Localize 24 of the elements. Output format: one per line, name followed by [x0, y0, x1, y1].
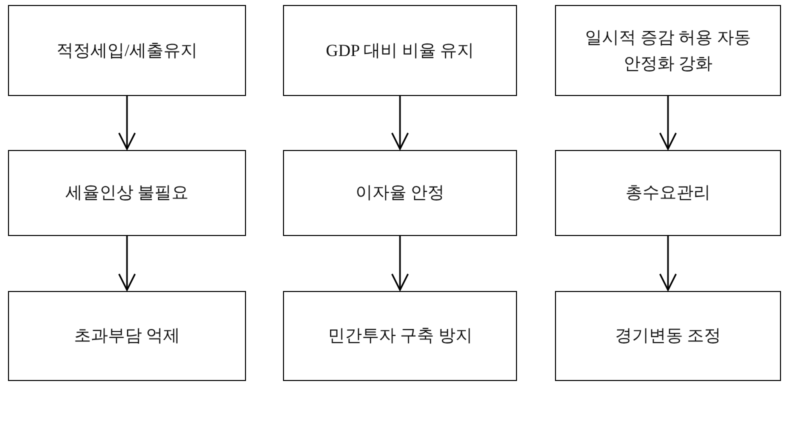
- arrow: [391, 96, 409, 150]
- process-box: [555, 5, 781, 96]
- box-text: 적정세입/세출유지: [56, 40, 198, 62]
- box-text: 총수요관리: [626, 182, 710, 204]
- box-text: 일시적 증감 허용 자동안정화 강화: [584, 27, 752, 74]
- box-text: 세율인상 불필요: [65, 182, 189, 204]
- box-text: 민간투자 구축 방지: [328, 325, 472, 348]
- process-box: [8, 150, 246, 236]
- arrow: [659, 236, 677, 291]
- process-box: [283, 291, 517, 381]
- arrow: [118, 236, 136, 291]
- process-box: [555, 291, 781, 381]
- arrow: [391, 236, 409, 291]
- process-box: [8, 291, 246, 381]
- arrow: [659, 96, 677, 150]
- box-text: 초과부담 억제: [74, 325, 180, 348]
- process-box: [8, 5, 246, 96]
- process-box: [283, 150, 517, 236]
- arrow: [118, 96, 136, 150]
- box-text: GDP 대비 비율 유지: [326, 40, 474, 62]
- process-box: [283, 5, 517, 96]
- process-box: [555, 150, 781, 236]
- box-text: 경기변동 조정: [614, 325, 722, 348]
- box-text: 이자율 안정: [355, 182, 445, 204]
